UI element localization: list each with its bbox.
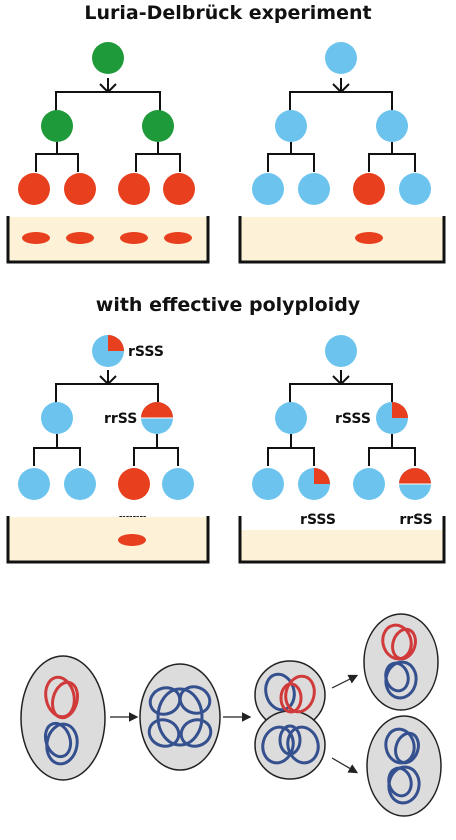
- plate-outline: [238, 516, 446, 564]
- cell-rsss-root: [92, 335, 124, 367]
- branch-connector: [33, 434, 81, 466]
- plate-right-polyploidy: [238, 516, 446, 564]
- daughter-cell-top: [363, 613, 439, 711]
- colony-red: [164, 232, 192, 244]
- colony-red: [120, 232, 148, 244]
- tree-right-polyploidy: rSSS: [252, 335, 431, 500]
- branch-connector: [133, 434, 179, 466]
- cell-stage-3-dividing: [254, 660, 326, 780]
- cell-red: [353, 173, 385, 205]
- plate-outline: [238, 216, 446, 264]
- label-rrss-leaf: rrSS: [399, 512, 432, 528]
- cell-stage-1: [20, 655, 106, 781]
- cell-stage-2: [139, 663, 221, 771]
- cell-blue: [275, 110, 307, 142]
- branch-connector: [267, 142, 315, 172]
- branch-connector: [55, 370, 159, 403]
- plate-medium: [240, 530, 444, 562]
- cell-blue: [325, 42, 357, 74]
- colony-red: [66, 232, 94, 244]
- cell-rrss: [141, 402, 173, 434]
- branch-connector: [289, 78, 393, 112]
- cell-green: [41, 110, 73, 142]
- branch-connector: [135, 142, 181, 172]
- plate-medium: [240, 217, 444, 262]
- cell-rsss-leaf: [298, 468, 330, 500]
- cell-blue: [41, 402, 73, 434]
- branch-connector: [289, 370, 393, 403]
- arrow-down-right: [331, 757, 359, 774]
- colony-red: [22, 232, 50, 244]
- cell-blue: [353, 468, 385, 500]
- plate-left-polyploidy: [6, 516, 210, 564]
- branch-connector: [55, 78, 161, 112]
- cell-red: [18, 173, 50, 205]
- label-rrss: rrSS: [104, 411, 137, 427]
- plate-left-classic: [6, 216, 210, 264]
- branch-connector: [368, 142, 416, 172]
- plate-outline: [6, 516, 210, 564]
- cell-red: [163, 173, 195, 205]
- branch-connector: [267, 434, 315, 466]
- cell-red: [118, 173, 150, 205]
- branch-connector: [35, 142, 79, 172]
- label-rsss-mid: rSSS: [335, 411, 371, 427]
- tree-left-polyploidy: rSSS rrSS: [18, 335, 194, 500]
- cell-red: [64, 173, 96, 205]
- cell-blue: [325, 335, 357, 367]
- cell-green: [142, 110, 174, 142]
- tree-right-classic: [252, 42, 431, 205]
- label-rsss: rSSS: [128, 344, 164, 360]
- cell-blue: [298, 173, 330, 205]
- plate-medium: [8, 517, 208, 562]
- cell-blue: [252, 468, 284, 500]
- label-rsss-leaf: rSSS: [300, 512, 336, 528]
- branch-connector: [368, 434, 416, 466]
- cell-red: [118, 468, 150, 500]
- cell-blue: [399, 173, 431, 205]
- cell-rsss-mid: [376, 402, 408, 434]
- cell-blue: [376, 110, 408, 142]
- cell-rrss-leaf: [399, 468, 431, 500]
- cell-blue: [18, 468, 50, 500]
- title-luria-delbruck: Luria-Delbrück experiment: [84, 2, 372, 24]
- cell-green: [92, 42, 124, 74]
- colony-red: [355, 232, 383, 244]
- cell-blue: [275, 402, 307, 434]
- daughter-cell-bottom: [366, 715, 442, 817]
- tree-left-classic: [18, 42, 195, 205]
- cell-blue: [64, 468, 96, 500]
- plate-outline: [6, 216, 210, 264]
- arrow-up-right: [331, 674, 359, 689]
- cell-blue: [162, 468, 194, 500]
- plate-right-classic: [238, 216, 446, 264]
- cell-blue: [252, 173, 284, 205]
- title-effective-polyploidy: with effective polyploidy: [95, 294, 361, 316]
- colony-red: [118, 534, 146, 546]
